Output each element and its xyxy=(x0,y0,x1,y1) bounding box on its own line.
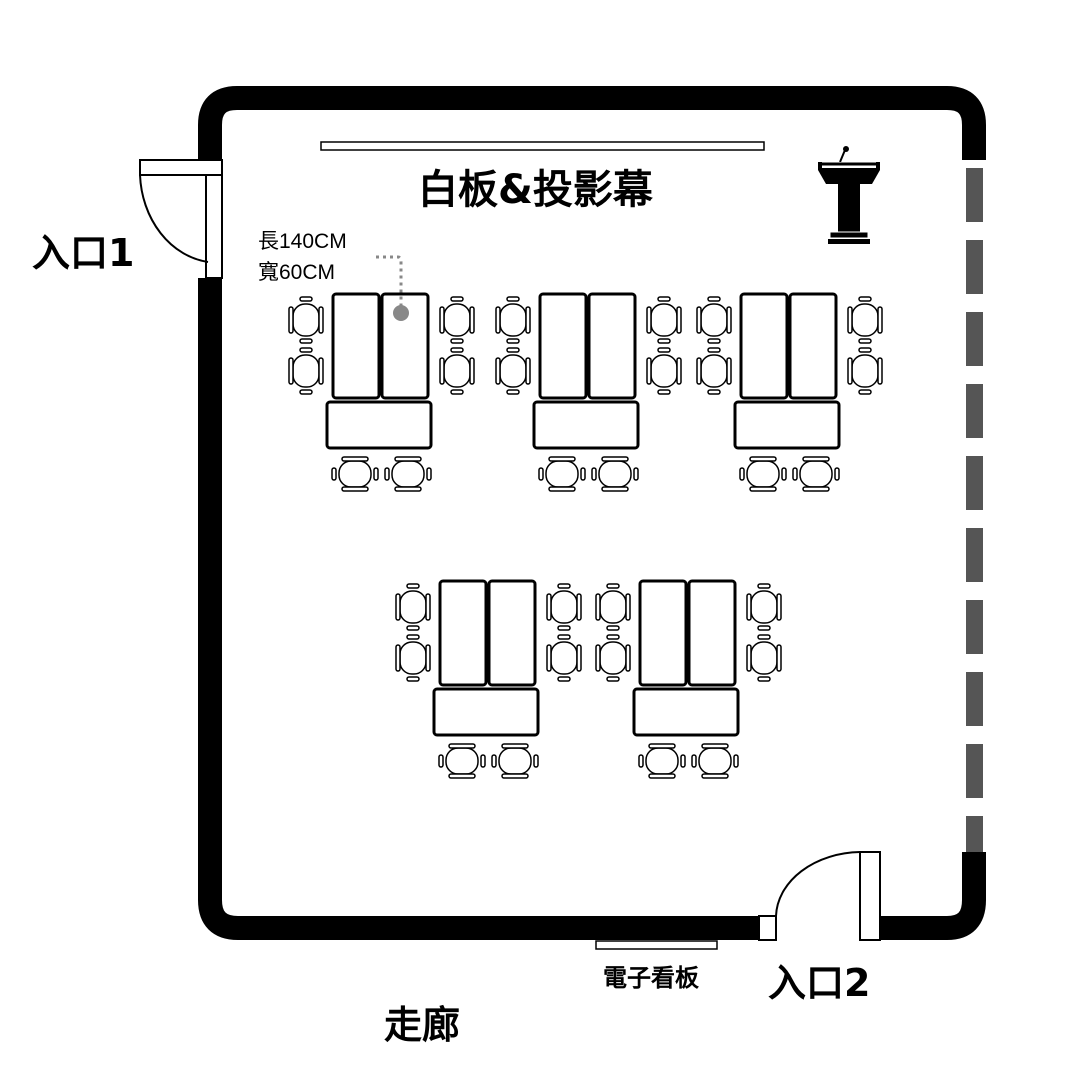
digital-signage-label: 電子看板 xyxy=(603,964,699,992)
digital-signage-bar xyxy=(595,940,718,950)
whiteboard-label: 白板&投影幕 xyxy=(418,167,653,213)
corridor-label: 走廊 xyxy=(384,1003,461,1047)
bottom-wall-right xyxy=(880,852,986,940)
whiteboard-bar xyxy=(320,141,765,151)
podium-icon xyxy=(818,146,880,244)
dimension-pointer xyxy=(376,255,409,321)
table-group-4 xyxy=(396,581,581,778)
entrance-1-door[interactable] xyxy=(139,159,223,279)
entrance-2-label: 入口2 xyxy=(768,961,871,1005)
table-width-label: 寬60CM xyxy=(258,261,336,284)
room-walls xyxy=(198,86,986,940)
table-group-5 xyxy=(596,581,781,778)
entrance-1-label: 入口1 xyxy=(32,231,135,275)
table-length-label: 長140CM xyxy=(258,230,347,253)
entrance-2-door[interactable] xyxy=(758,851,881,941)
table-group-2 xyxy=(496,294,681,491)
table-group-3 xyxy=(697,294,882,491)
table-group-1 xyxy=(289,294,474,491)
left-wall-upper xyxy=(198,86,986,160)
window-dashes xyxy=(966,168,983,852)
left-wall-lower xyxy=(198,278,763,940)
